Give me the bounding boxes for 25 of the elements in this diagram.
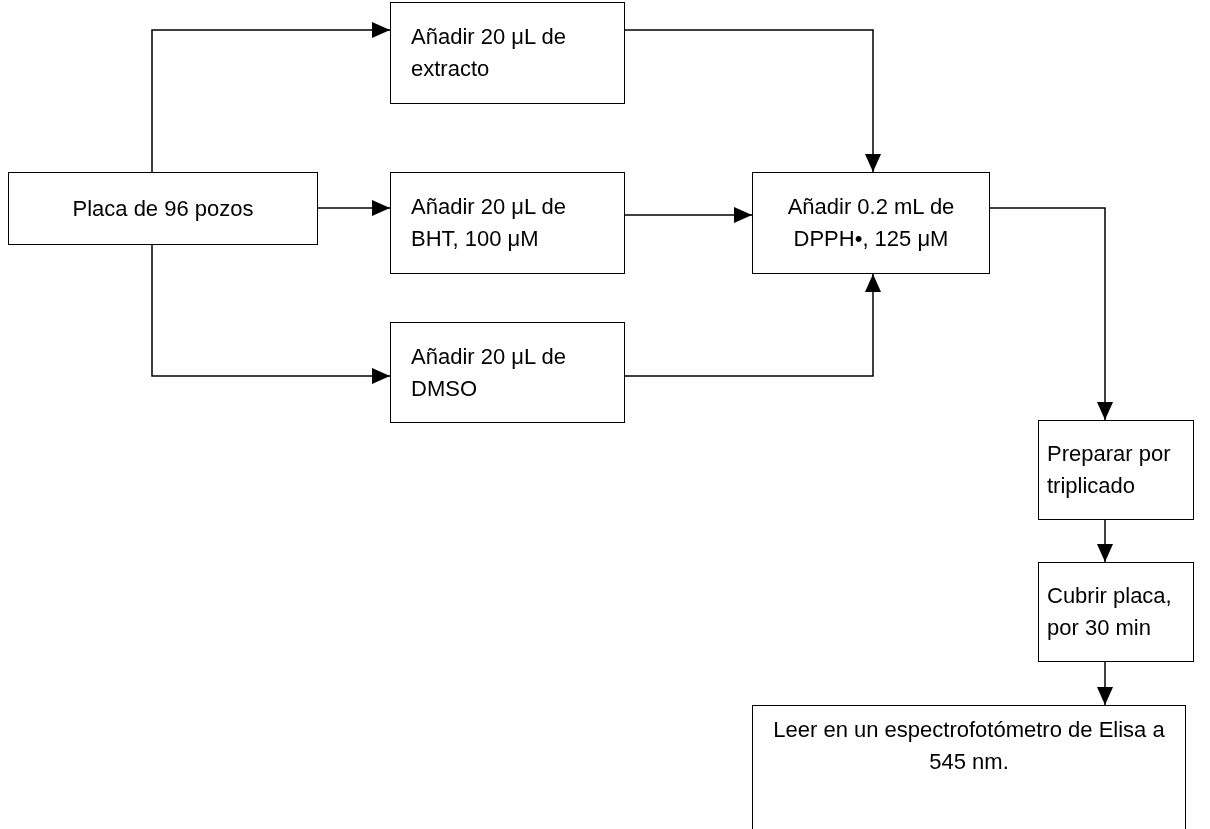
step-text: Añadir 20 μL de extracto [411, 23, 567, 83]
arrow [624, 207, 753, 223]
arrow [1097, 661, 1113, 706]
arrow [989, 207, 1113, 421]
step-text: Preparar por triplicado [1047, 440, 1172, 500]
arrow [317, 200, 391, 216]
process-box [1038, 420, 1194, 520]
process-box [390, 172, 625, 274]
arrow [624, 29, 881, 173]
arrow [151, 22, 391, 173]
process-box [390, 2, 625, 104]
step-text: Añadir 20 μL de DMSO [411, 342, 567, 403]
step-text: Leer en un espectrofotómetro de Elisa a 545 nm. [773, 716, 1165, 776]
process-box [752, 172, 990, 274]
step-text: Añadir 0.2 mL de DPPH•, 125 μM [786, 193, 956, 253]
step-text: Cubrir placa, por 30 min [1047, 582, 1173, 642]
arrow [1097, 519, 1113, 563]
step-text: Añadir 20 μL de BHT, 100 μM [411, 193, 567, 253]
arrow [151, 244, 391, 384]
process-box [8, 172, 318, 245]
arrow [624, 273, 881, 377]
process-box [390, 322, 625, 423]
step-text: Placa de 96 pozos [72, 194, 254, 223]
process-box [1038, 562, 1194, 662]
process-box [752, 705, 1186, 829]
